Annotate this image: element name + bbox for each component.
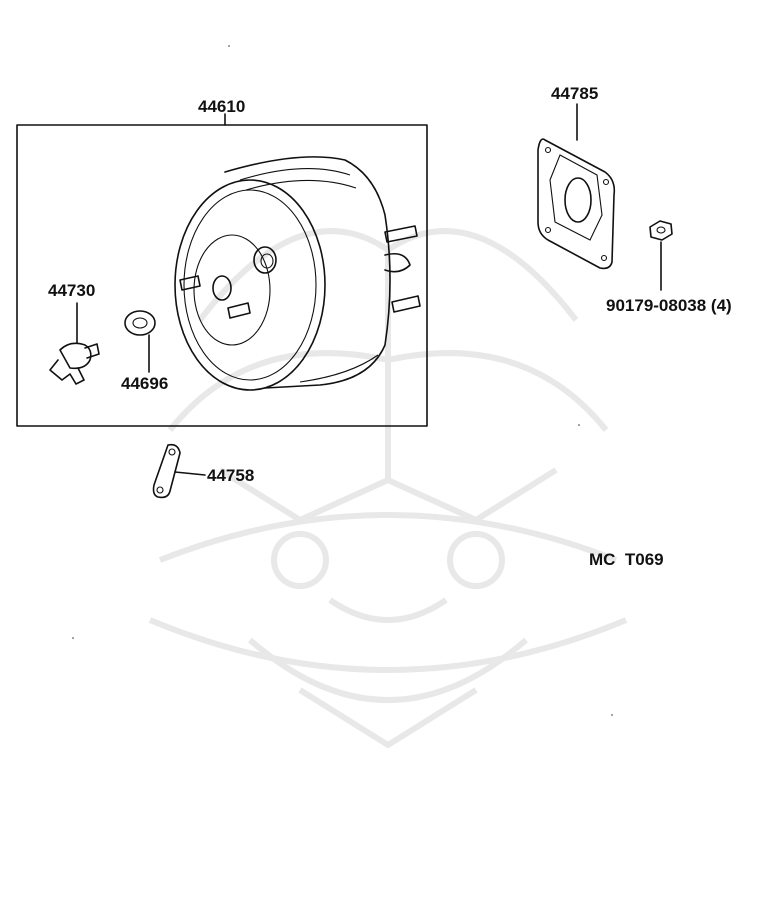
booster-assembly-box (16, 113, 428, 427)
label-clevis: 44758 (207, 466, 254, 485)
check-valve (49, 302, 100, 385)
samurai-helmet-watermark-icon (148, 228, 628, 749)
label-booster: 44610 (198, 97, 245, 116)
gasket (537, 103, 616, 270)
grommet (124, 310, 156, 373)
flange-nut (649, 220, 673, 291)
label-gasket: 44785 (551, 84, 598, 103)
label-check-valve: 44730 (48, 281, 95, 300)
label-grommet: 44696 (121, 374, 168, 393)
label-flange-nut: 90179-08038 (4) (606, 296, 732, 315)
figure-code: MC T069 (589, 550, 664, 569)
brake-booster (174, 156, 421, 391)
clevis (152, 443, 206, 499)
